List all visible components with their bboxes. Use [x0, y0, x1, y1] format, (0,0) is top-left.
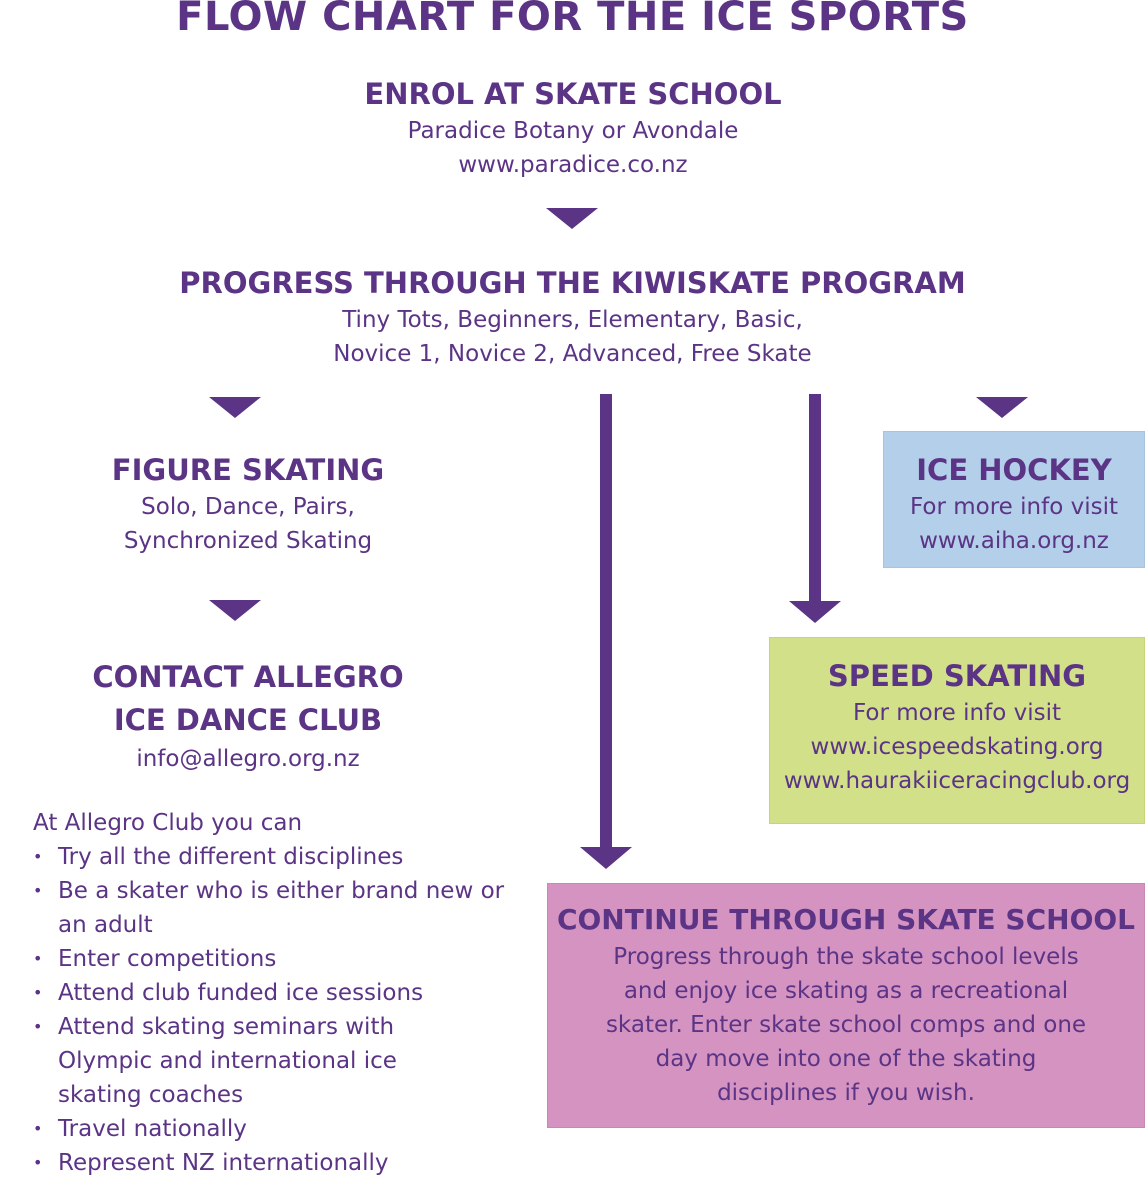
continue-line1: Progress through the skate school levels	[613, 944, 1079, 970]
speed-skating-heading: SPEED SKATING	[827, 659, 1087, 693]
arrow-progress-to-continue	[580, 394, 632, 869]
continue-line3: skater. Enter skate school comps and one	[605, 1012, 1087, 1038]
speed-skating-line1: For more info visit	[853, 700, 1061, 726]
allegro-benefits-list: At Allegro Club you can Try all the diff…	[33, 806, 513, 1180]
continue-line2: and enjoy ice skating as a recreational	[623, 978, 1069, 1004]
enrol-location: Paradice Botany or Avondale	[407, 118, 739, 144]
progress-box: PROGRESS THROUGH THE KIWISKATE PROGRAM T…	[115, 246, 1030, 380]
arrow-progress-to-hockey	[976, 397, 1028, 418]
speed-skating-url1: www.icespeedskating.org	[810, 734, 1104, 760]
allegro-list-intro: At Allegro Club you can	[33, 810, 303, 836]
figure-skating-heading: FIGURE SKATING	[111, 453, 385, 487]
arrow-progress-to-speed	[789, 394, 841, 623]
list-item: Travel nationally	[33, 1112, 513, 1146]
continue-heading: CONTINUE THROUGH SKATE SCHOOL	[556, 903, 1136, 936]
list-item: Represent NZ internationally	[33, 1146, 513, 1180]
enrol-box: ENROL AT SKATE SCHOOL Paradice Botany or…	[325, 58, 821, 190]
allegro-email: info@allegro.org.nz	[136, 746, 360, 772]
arrow-progress-to-figure	[209, 397, 261, 418]
figure-skating-line1: Solo, Dance, Pairs,	[141, 494, 355, 520]
ice-hockey-url: www.aiha.org.nz	[919, 528, 1109, 554]
enrol-url: www.paradice.co.nz	[458, 152, 688, 178]
allegro-heading-line1: CONTACT ALLEGRO	[92, 660, 404, 694]
continue-line4: day move into one of the skating	[655, 1046, 1037, 1072]
arrow-figure-to-allegro	[209, 600, 261, 621]
speed-skating-box: SPEED SKATING For more info visit www.ic…	[769, 637, 1145, 824]
list-item: Enter competitions	[33, 942, 513, 976]
list-item: Try all the different disciplines	[33, 840, 513, 874]
continue-line5: disciplines if you wish.	[717, 1080, 975, 1106]
page-title: FLOW CHART FOR THE ICE SPORTS	[176, 0, 969, 40]
speed-skating-url2: www.haurakiiceracingclub.org	[783, 768, 1131, 794]
allegro-contact-block: CONTACT ALLEGRO ICE DANCE CLUB info@alle…	[60, 656, 436, 776]
list-item: Attend skating seminars with Olympic and…	[33, 1010, 438, 1112]
list-item: Attend club funded ice sessions	[33, 976, 513, 1010]
progress-levels-line2: Novice 1, Novice 2, Advanced, Free Skate	[333, 341, 812, 367]
figure-skating-block: FIGURE SKATING Solo, Dance, Pairs, Synch…	[90, 450, 406, 558]
enrol-heading: ENROL AT SKATE SCHOOL	[364, 77, 782, 111]
ice-hockey-box: ICE HOCKEY For more info visit www.aiha.…	[883, 431, 1145, 568]
arrow-enrol-to-progress	[546, 208, 598, 229]
ice-hockey-heading: ICE HOCKEY	[916, 453, 1112, 487]
allegro-heading-line2: ICE DANCE CLUB	[113, 703, 383, 737]
figure-skating-line2: Synchronized Skating	[123, 528, 373, 554]
progress-heading: PROGRESS THROUGH THE KIWISKATE PROGRAM	[179, 266, 966, 300]
continue-skate-school-box: CONTINUE THROUGH SKATE SCHOOL Progress t…	[547, 883, 1145, 1128]
list-item: Be a skater who is either brand new or a…	[33, 874, 513, 942]
ice-hockey-line1: For more info visit	[910, 494, 1118, 520]
progress-levels-line1: Tiny Tots, Beginners, Elementary, Basic,	[342, 307, 803, 333]
